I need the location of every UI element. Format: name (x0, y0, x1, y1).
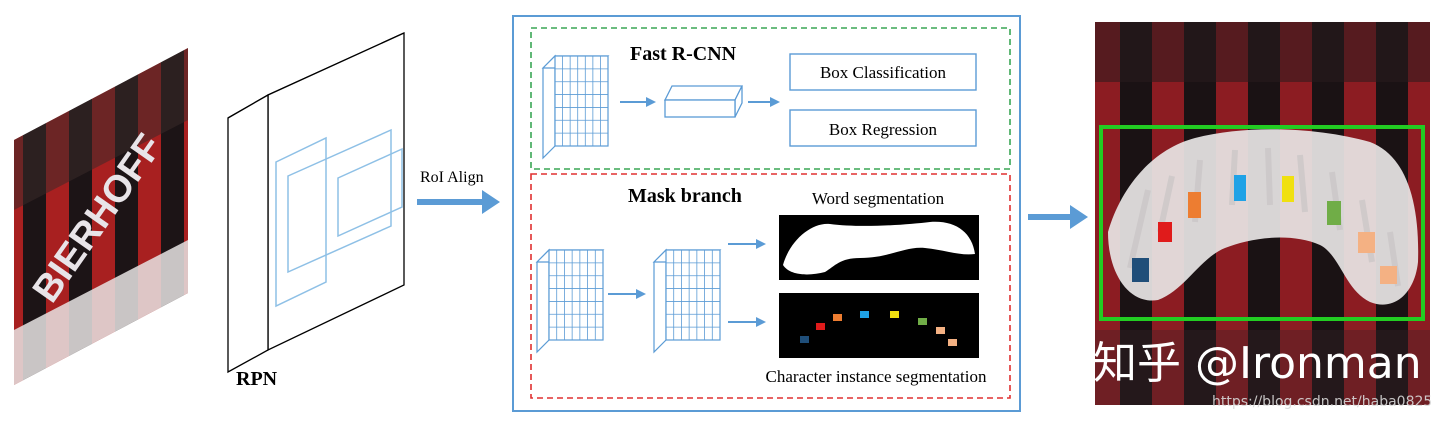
word-segmentation-label: Word segmentation (812, 189, 945, 208)
output-character-box (1188, 192, 1201, 218)
rpn-proposal-box (337, 147, 403, 238)
box-classification-label: Box Classification (820, 63, 947, 82)
character-instance-segmentation-label: Character instance segmentation (766, 367, 987, 386)
box-classification: Box Classification (789, 53, 977, 91)
fast-rcnn-feature-map (541, 54, 610, 160)
rpn-proposal-box (275, 136, 327, 308)
output-character-box (1158, 222, 1172, 242)
roi-align-arrow (417, 190, 500, 214)
character-mask-square (948, 339, 957, 346)
output-character-boxes (1132, 175, 1397, 284)
output-character-box (1380, 266, 1397, 284)
input-image: BIERHOFF (14, 48, 188, 385)
zhihu-watermark: 知乎 @Ironman (1093, 338, 1422, 389)
character-mask-square (918, 318, 927, 325)
box-regression: Box Regression (789, 109, 977, 147)
character-mask-square (816, 323, 825, 330)
character-mask-square (860, 311, 869, 318)
rpn-proposal-box (287, 128, 392, 274)
mask-feature-map-2 (652, 248, 722, 354)
fast-rcnn-label: Fast R-CNN (630, 43, 737, 65)
csdn-watermark: https://blog.csdn.net/haba0825 (1212, 394, 1432, 410)
character-mask-square (890, 311, 899, 318)
character-mask-square (936, 327, 945, 334)
rpn-block (227, 31, 405, 374)
word-mask-overlay (1108, 129, 1419, 305)
output-character-box (1234, 175, 1246, 201)
character-mask-square (833, 314, 842, 321)
output-character-box (1132, 258, 1149, 282)
output-image: 知乎 @Ironman https://blog.csdn.net/haba08… (1093, 22, 1432, 410)
roi-align-label: RoI Align (420, 169, 484, 186)
mask-branch-label: Mask branch (628, 185, 742, 207)
output-character-box (1327, 201, 1341, 225)
word-segmentation-map (779, 215, 979, 280)
output-character-box (1282, 176, 1294, 202)
fast-rcnn-fc-block (663, 85, 744, 118)
head-container (512, 15, 1021, 412)
arrow (608, 239, 766, 327)
box-regression-label: Box Regression (829, 120, 938, 139)
character-segmentation-map (779, 293, 979, 358)
character-mask-square (800, 336, 809, 343)
output-character-box (1358, 232, 1375, 253)
mask-branch-box (530, 173, 1011, 399)
rpn-label: RPN (236, 368, 278, 390)
output-arrow (1028, 205, 1088, 229)
mask-feature-map-1 (535, 248, 605, 354)
detection-box (1099, 125, 1425, 321)
